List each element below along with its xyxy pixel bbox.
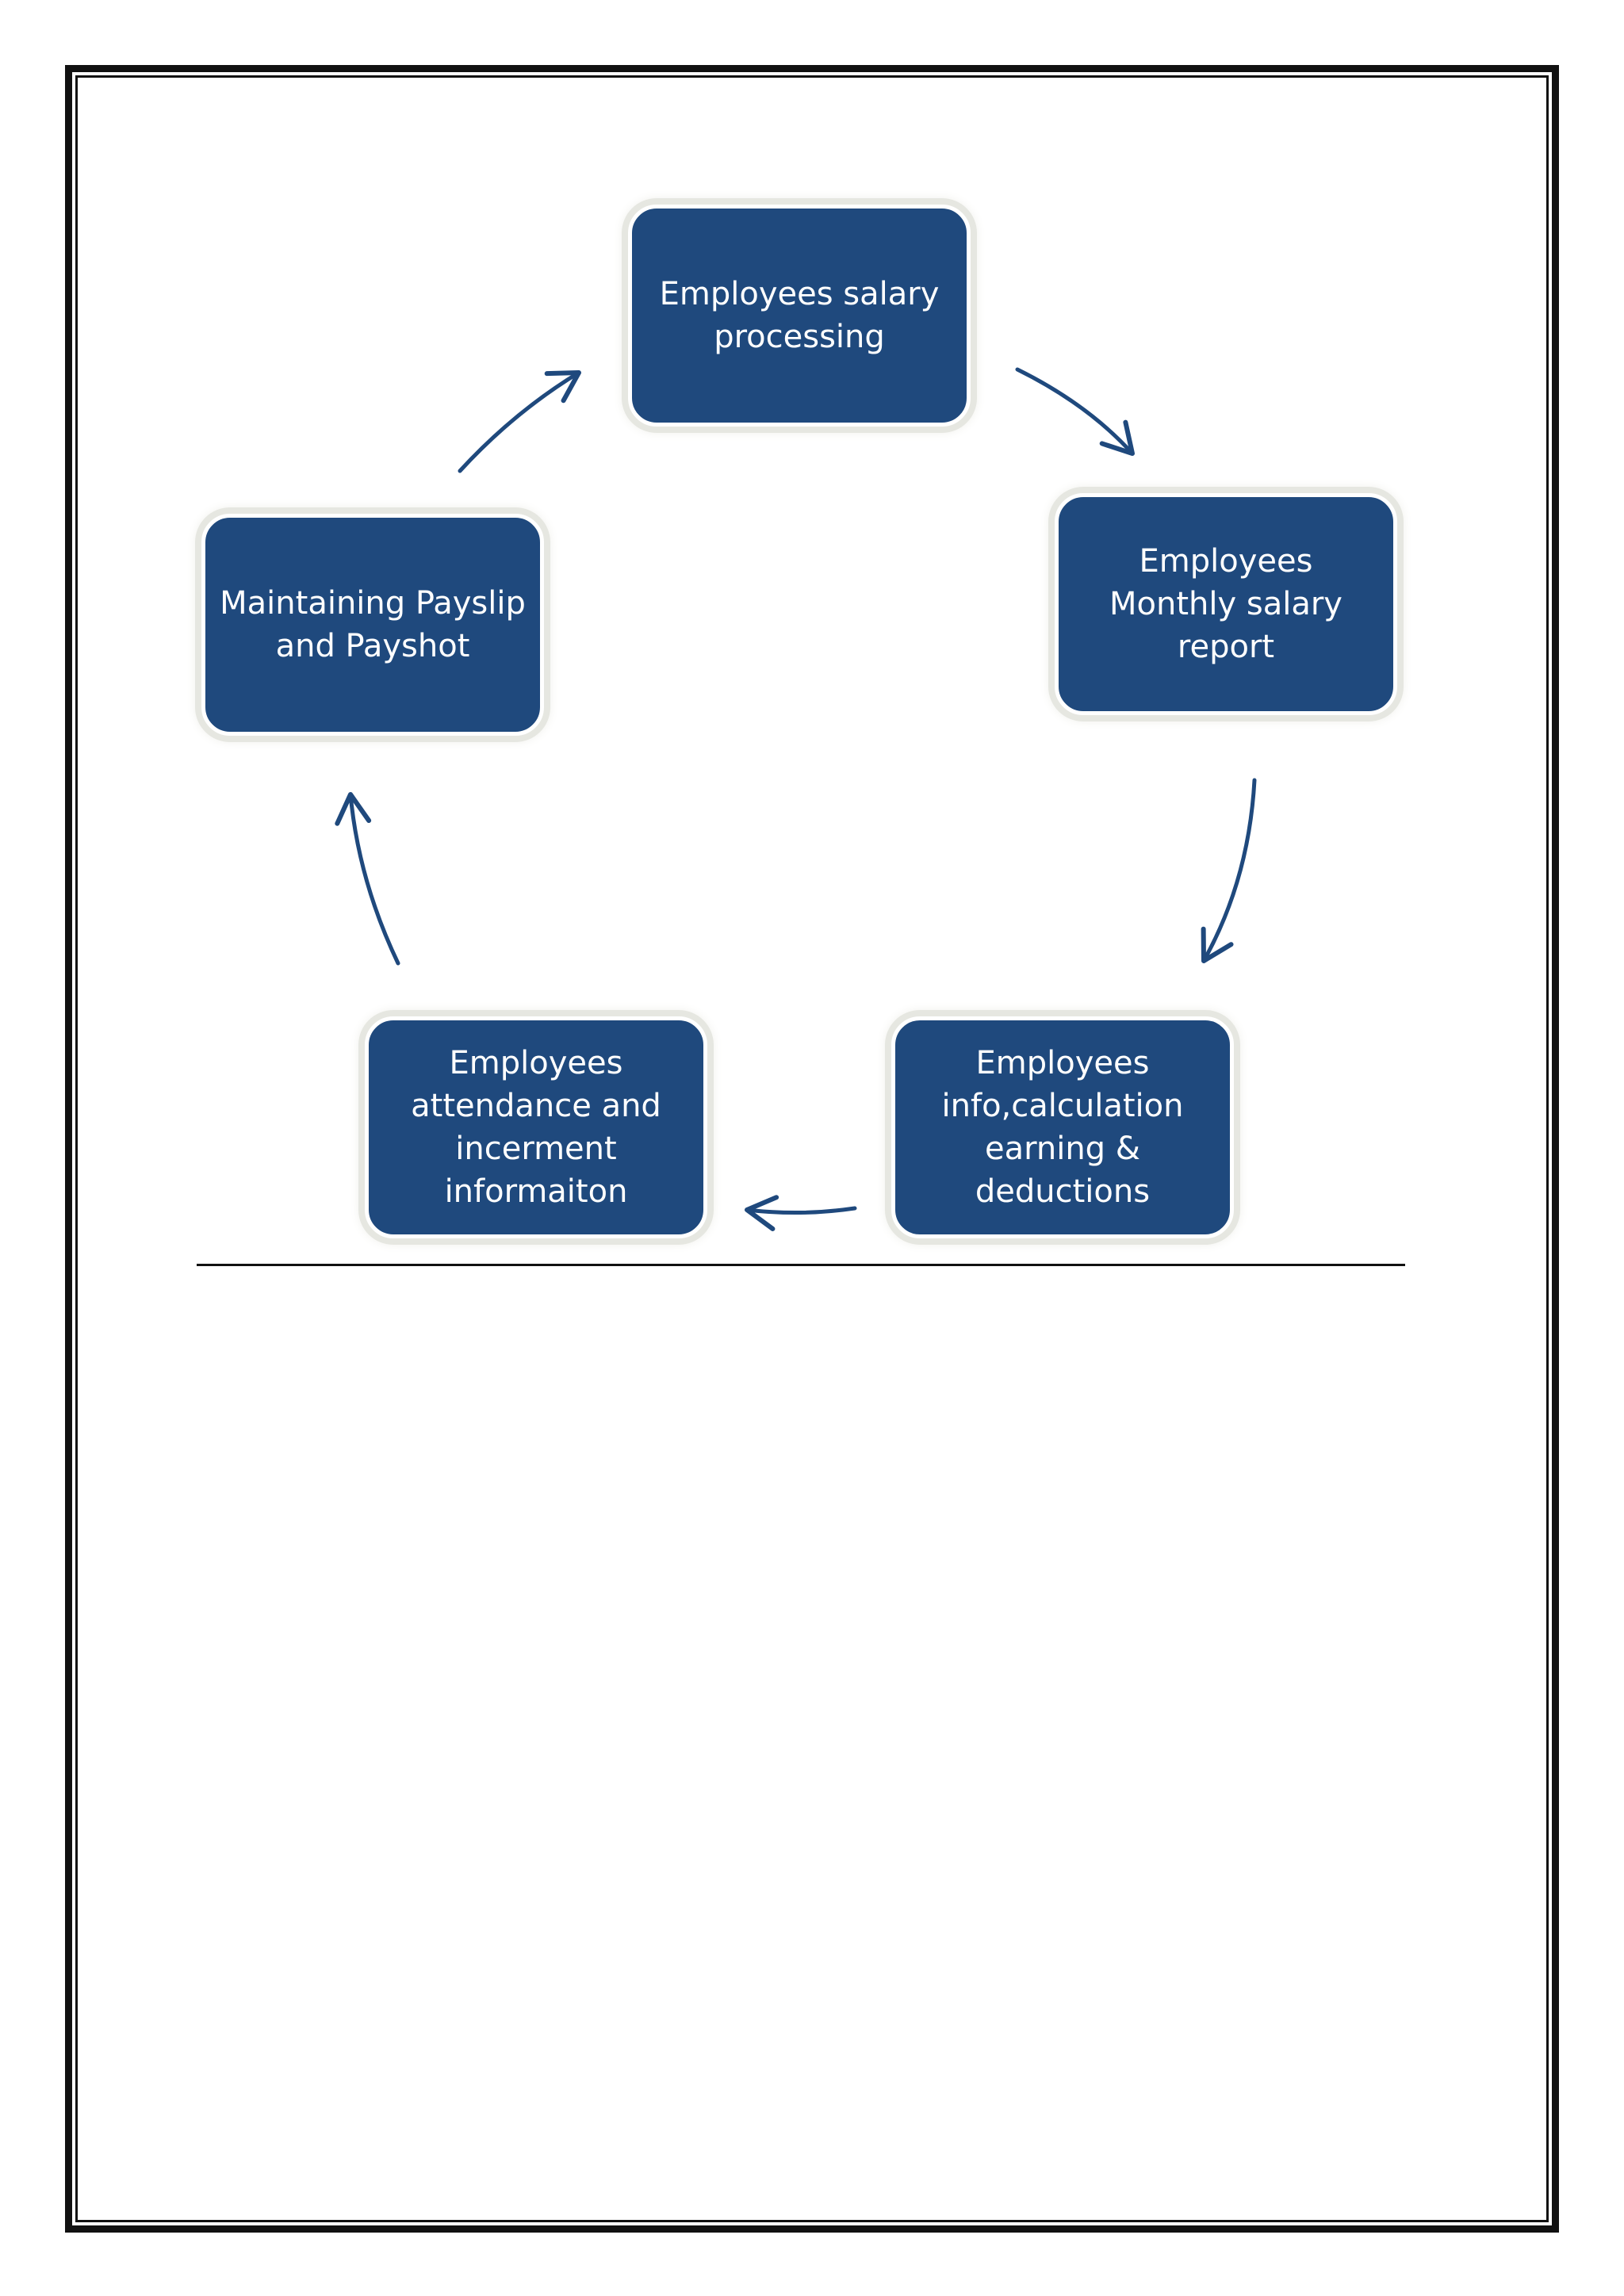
node-earnings-deductions-label: Employees info,calculation earning & ded… <box>941 1045 1184 1210</box>
horizontal-divider <box>197 1264 1405 1266</box>
node-salary-processing-label: Employees salary processing <box>659 276 940 355</box>
node-monthly-report-label: Employees Monthly salary report <box>1109 543 1342 665</box>
node-earnings-deductions: Employees info,calculation earning & ded… <box>891 1016 1234 1238</box>
node-salary-processing: Employees salary processing <box>628 205 971 427</box>
page-border-outer <box>65 65 1559 2233</box>
node-payslip: Maintaining Payslip and Payshot <box>201 514 544 736</box>
node-monthly-report: Employees Monthly salary report <box>1055 493 1397 715</box>
node-payslip-label: Maintaining Payslip and Payshot <box>220 585 526 664</box>
node-attendance-increment-label: Employees attendance and incerment infor… <box>411 1045 661 1210</box>
page-border-inner <box>75 75 1549 2222</box>
node-attendance-increment: Employees attendance and incerment infor… <box>365 1016 707 1238</box>
